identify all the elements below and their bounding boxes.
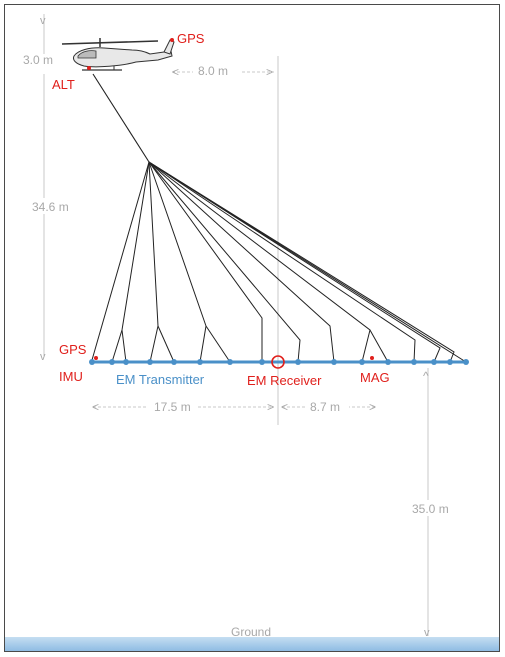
alt-label: ALT [52,77,75,92]
imu-label: IMU [59,369,83,384]
ground-strip [5,637,499,651]
em-receiver-icon [271,355,285,369]
em-transmitter-label: EM Transmitter [116,372,205,387]
gps-loop-label: GPS [59,342,87,357]
ground-clearance-arrow-top: ^ [423,369,429,383]
gps-heli-dot [170,38,174,42]
tx-dim-label-bg [148,398,196,414]
tx-dim-arrow-right: > [267,400,274,414]
tx-dim-label: 17.5 m [154,400,191,414]
ground-clearance-label-bg [410,500,458,516]
heli-height-label: 3.0 m [23,53,53,67]
heli-height-dim-arrow: v [40,15,46,27]
tx-dim-arrow-left: < [92,400,99,414]
tow-offset-label-bg [193,62,241,78]
rx-dim-arrow-left: < [281,400,288,414]
loop-nodes [89,359,469,365]
em-receiver-label: EM Receiver [247,373,322,388]
suspension-lines [91,161,467,363]
mag-dot [370,356,374,360]
gps-heli-label: GPS [177,31,205,46]
ground-clearance-label: 35.0 m [412,502,449,516]
rx-dim-arrow-right: > [369,400,376,414]
diagram-frame [4,4,500,652]
tow-cable [92,73,150,163]
cable-height-arrow: v [40,351,46,363]
tow-offset-label: 8.0 m [198,64,228,78]
gps-loop-dot [94,356,98,360]
rx-dim-label-bg [305,398,349,414]
tow-offset-arrow-right: > [266,65,273,79]
alt-dot [87,66,91,70]
helicopter-icon [61,38,175,71]
tow-offset-arrow-left: < [172,65,179,79]
cable-height-label-bg [28,198,76,214]
mag-label: MAG [360,370,390,385]
ground-label: Ground [231,625,271,639]
cable-height-label: 34.6 m [32,200,69,214]
rx-dim-label: 8.7 m [310,400,340,414]
ground-clearance-arrow-bottom: v [424,627,430,639]
